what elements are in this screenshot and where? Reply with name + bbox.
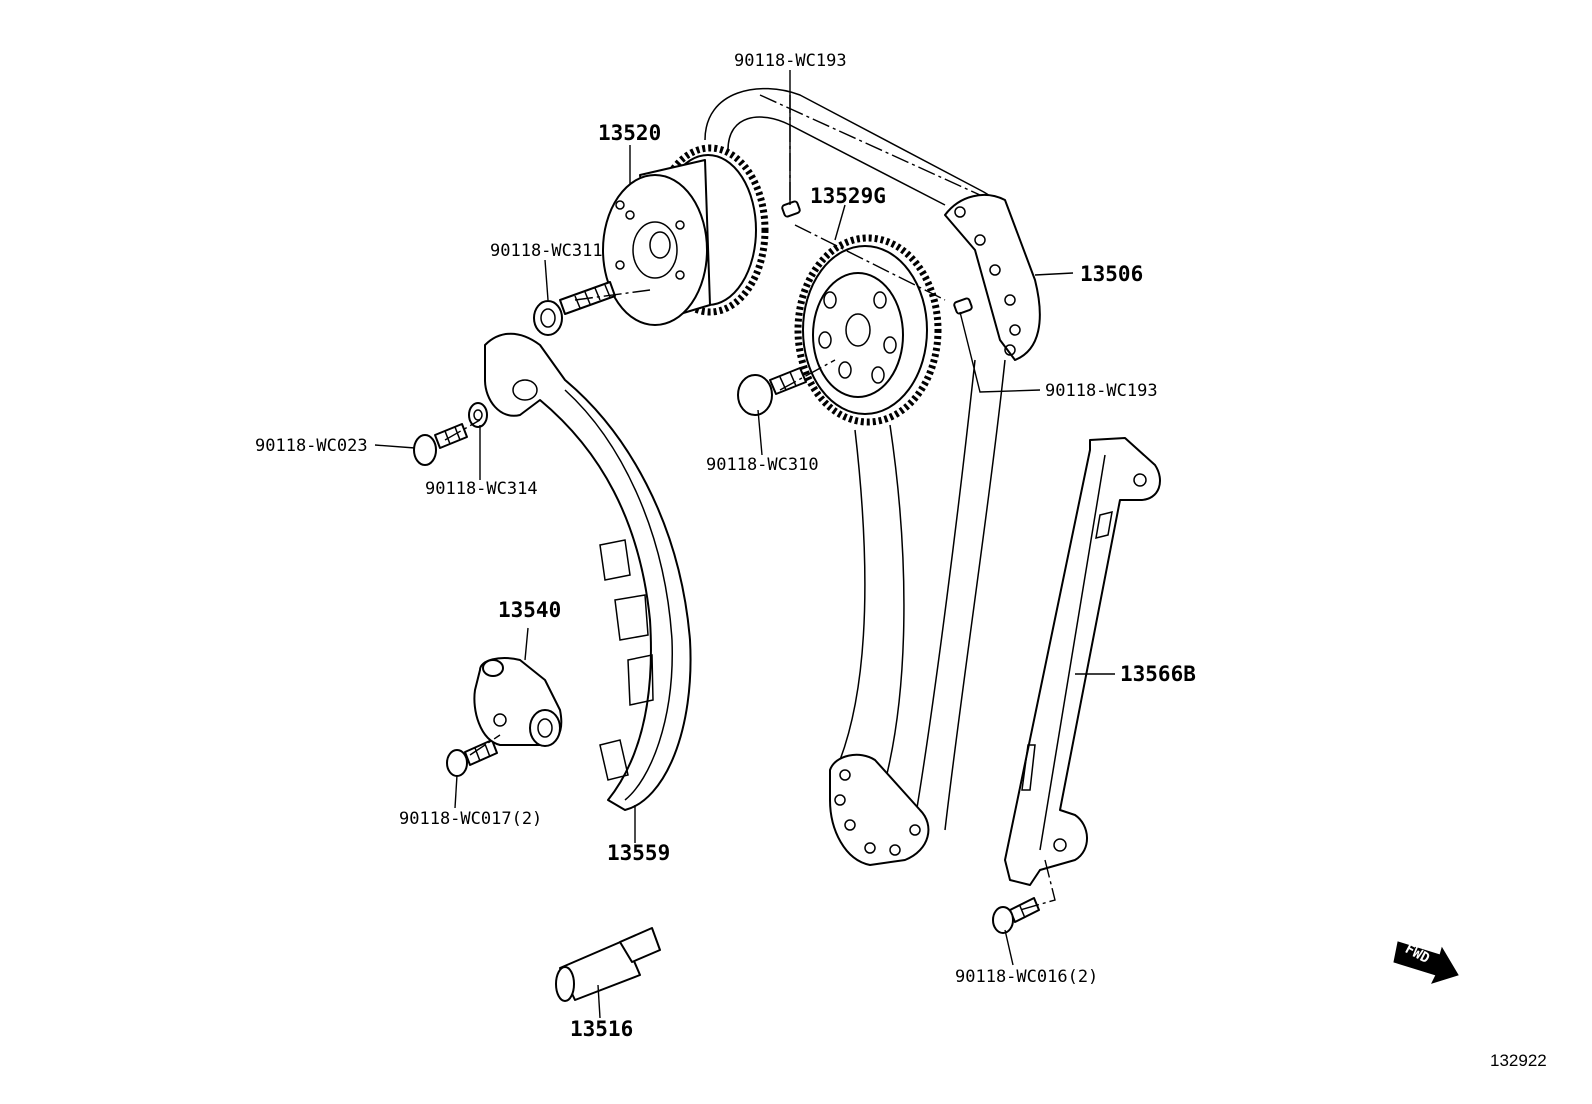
bolt-wc311[interactable] — [533, 281, 616, 336]
label-13566b: 13566B — [1120, 662, 1196, 686]
chain-links-lower — [829, 753, 930, 866]
label-90118-wc193-top: 90118-WC193 — [734, 51, 847, 71]
chain-slipper-guide-13559[interactable] — [484, 332, 692, 811]
label-90118-wc310: 90118-WC310 — [706, 455, 819, 475]
label-13529g: 13529G — [810, 184, 886, 208]
label-13540: 13540 — [498, 598, 561, 622]
label-13520: 13520 — [598, 121, 661, 145]
label-90118-wc311: 90118-WC311 — [490, 241, 603, 261]
label-90118-wc193-right: 90118-WC193 — [1045, 381, 1158, 401]
chain-tensioner-13540[interactable] — [473, 657, 563, 747]
label-13559: 13559 — [607, 841, 670, 865]
bolt-wc310[interactable] — [737, 367, 807, 416]
label-90118-wc023: 90118-WC023 — [255, 436, 368, 456]
exhaust-cam-sprocket-13529g[interactable] — [794, 234, 942, 426]
bolt-wc023[interactable] — [413, 423, 468, 466]
chain-links-upper — [944, 194, 1041, 361]
cam-timing-gear-13520[interactable] — [602, 144, 769, 326]
knock-pin-right[interactable] — [953, 297, 973, 315]
label-13516: 13516 — [570, 1017, 633, 1041]
label-90118-wc314: 90118-WC314 — [425, 479, 538, 499]
leader-lines — [374, 70, 1115, 1019]
knock-pin-upper[interactable] — [781, 200, 801, 218]
label-90118-wc016: 90118-WC016(2) — [955, 967, 1098, 987]
diagram-reference-number: 132922 — [1490, 1051, 1547, 1070]
tensioner-plunger-13516[interactable] — [555, 927, 661, 1002]
fwd-direction-arrow: FWD — [1393, 941, 1459, 984]
label-13506: 13506 — [1080, 262, 1143, 286]
label-90118-wc017: 90118-WC017(2) — [399, 809, 542, 829]
chain-damper-13566b[interactable] — [1004, 437, 1161, 886]
timing-chain-13506[interactable] — [704, 87, 1041, 866]
bolt-wc017[interactable] — [446, 739, 498, 777]
bolt-wc016[interactable] — [992, 897, 1040, 934]
washer-wc314[interactable] — [468, 402, 488, 428]
